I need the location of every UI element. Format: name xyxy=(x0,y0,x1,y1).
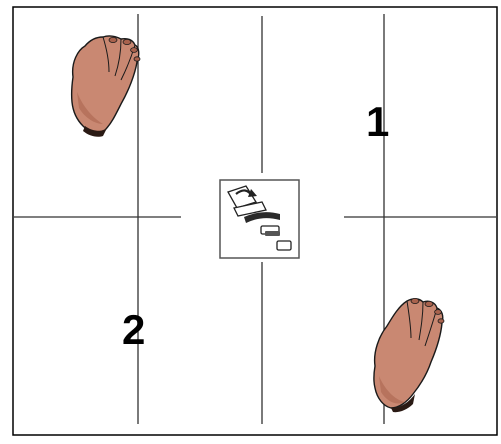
flat-hand-icon xyxy=(72,36,140,137)
card-stack-icon xyxy=(220,180,299,258)
zone-label-two: 2 xyxy=(122,309,145,351)
zone-label-one: 1 xyxy=(366,101,389,143)
